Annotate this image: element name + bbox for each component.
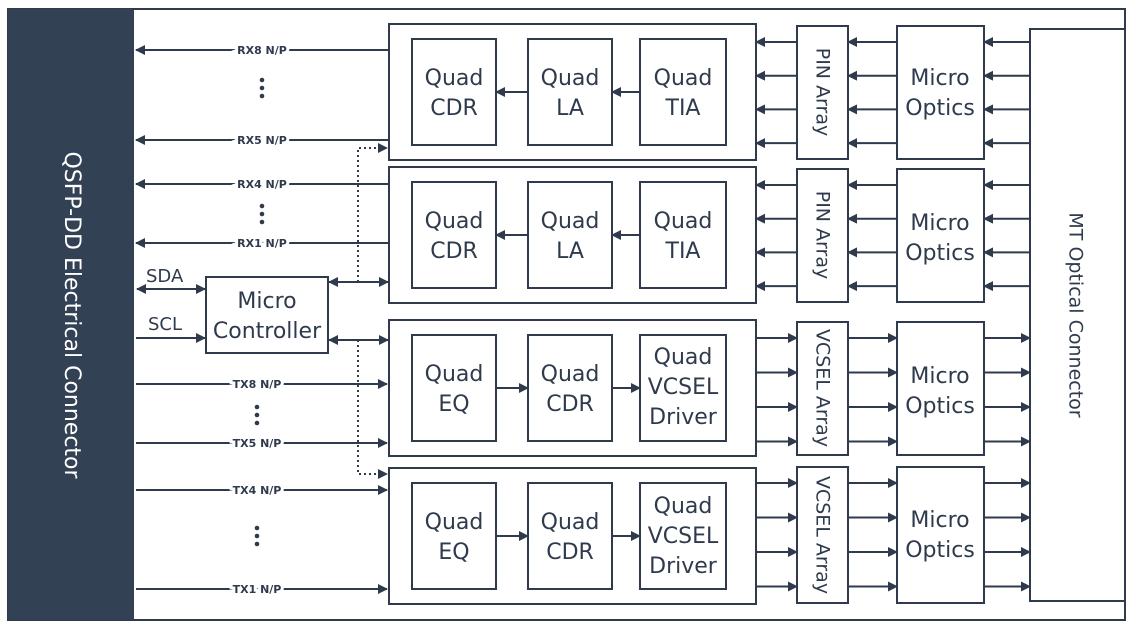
tx-lower-vcsel-driver xyxy=(639,482,727,590)
micro-controller-l1: Micro xyxy=(237,289,296,314)
rx-lower-pin-label: PIN Array xyxy=(812,191,834,280)
rx-upper-la-l1: Quad xyxy=(541,66,600,91)
rx-lower-la-l1: Quad xyxy=(541,209,600,234)
rx1-label: RX1 N/P xyxy=(237,237,287,250)
tx-upper-driver-l2: VCSEL xyxy=(648,375,719,400)
tx-lower-vcsel-array xyxy=(796,466,849,604)
tx-upper-quad-eq xyxy=(411,334,497,442)
tx-group-upper xyxy=(388,319,757,457)
rx-lower-pin-array xyxy=(796,168,849,303)
rx-upper-tia-l2: TIA xyxy=(665,96,701,121)
rx-lower-tia-l2: TIA xyxy=(665,239,701,264)
rx-upper-tia-l1: Quad xyxy=(654,66,713,91)
sda-label: SDA xyxy=(146,266,184,287)
tx-lower-quad-eq xyxy=(411,482,497,590)
mc-tx-lower-dotted-link xyxy=(357,340,388,479)
rx-upper-la-l2: LA xyxy=(556,96,584,121)
scl-label: SCL xyxy=(148,314,182,335)
micro-controller-l2: Controller xyxy=(213,319,322,344)
rx-lower-quad-tia xyxy=(639,181,727,289)
rx-upper-pin-label: PIN Array xyxy=(812,48,834,137)
tx-upper-driver-l3: Driver xyxy=(649,405,718,430)
tx4-label: TX4 N/P xyxy=(233,484,282,497)
tx-lower-ellipsis xyxy=(254,525,260,547)
rx-lower-optics-l1: Micro xyxy=(910,211,969,236)
rx-lower-optics-l2: Optics xyxy=(905,241,975,266)
tx-upper-ellipsis xyxy=(254,404,260,426)
tx8-label: TX8 N/P xyxy=(233,378,282,391)
tx-upper-driver-l1: Quad xyxy=(654,345,713,370)
tx-upper-micro-optics xyxy=(896,321,985,456)
rx-upper-pin-array xyxy=(796,25,849,160)
mt-optical-connector xyxy=(1029,28,1126,602)
tx-lower-driver-l2: VCSEL xyxy=(648,524,719,549)
micro-controller-block xyxy=(205,276,329,354)
rx-upper-ellipsis xyxy=(259,77,265,99)
rx-upper-optics-l1: Micro xyxy=(910,66,969,91)
tx-lower-driver-l1: Quad xyxy=(654,494,713,519)
tx1-label: TX1 N/P xyxy=(233,583,282,596)
tx-lower-micro-optics xyxy=(896,466,985,604)
rx4-label: RX4 N/P xyxy=(237,178,287,191)
tx-lower-vcsel-label: VCSEL Array xyxy=(812,476,834,594)
tx-upper-cdr-l2: CDR xyxy=(546,392,594,417)
tx-lower-optics-l1: Micro xyxy=(910,508,969,533)
rx8-label: RX8 N/P xyxy=(237,44,287,57)
tx-lower-quad-cdr xyxy=(527,482,613,590)
rx-lower-cdr-l2: CDR xyxy=(430,239,478,264)
rx-lower-micro-optics xyxy=(896,168,985,303)
tx-lower-optics-l2: Optics xyxy=(905,538,975,563)
rx-upper-quad-la xyxy=(527,38,613,146)
tx-upper-optics-l2: Optics xyxy=(905,394,975,419)
tx-lower-driver-l3: Driver xyxy=(649,554,718,579)
left-connector-label: QSFP-DD Electrical Connector xyxy=(59,151,84,479)
tx-upper-vcsel-label: VCSEL Array xyxy=(812,329,834,447)
rx-lower-cdr-l1: Quad xyxy=(425,209,484,234)
tx-upper-quad-cdr xyxy=(527,334,613,442)
tx-upper-vcsel-array xyxy=(796,321,849,456)
rx-upper-quad-cdr xyxy=(411,38,497,146)
tx-upper-optics-l1: Micro xyxy=(910,364,969,389)
right-connector-label: MT Optical Connector xyxy=(1065,212,1087,417)
rx-upper-micro-optics xyxy=(896,25,985,160)
tx-group-lower xyxy=(388,467,757,605)
rx-upper-optics-l2: Optics xyxy=(905,96,975,121)
tx-upper-eq-l2: EQ xyxy=(438,392,469,417)
rx5-label: RX5 N/P xyxy=(237,134,287,147)
rx-upper-cdr-l1: Quad xyxy=(425,66,484,91)
rx-lower-la-l2: LA xyxy=(556,239,584,264)
tx-upper-eq-l1: Quad xyxy=(425,362,484,387)
rx-group-upper xyxy=(388,23,757,161)
rx-group-lower xyxy=(388,166,757,304)
rx-upper-quad-tia xyxy=(639,38,727,146)
rx-upper-cdr-l2: CDR xyxy=(430,96,478,121)
tx-lower-cdr-l1: Quad xyxy=(541,510,600,535)
tx-lower-eq-l2: EQ xyxy=(438,540,469,565)
rx-lower-quad-cdr xyxy=(411,181,497,289)
tx5-label: TX5 N/P xyxy=(233,437,282,450)
qsfp-dd-electrical-connector xyxy=(8,9,134,620)
rx-lower-ellipsis xyxy=(259,203,265,225)
tx-upper-cdr-l1: Quad xyxy=(541,362,600,387)
rx-lower-quad-la xyxy=(527,181,613,289)
rx-lower-tia-l1: Quad xyxy=(654,209,713,234)
mc-rx-upper-dotted-link xyxy=(357,143,388,282)
tx-lower-cdr-l2: CDR xyxy=(546,540,594,565)
tx-lower-eq-l1: Quad xyxy=(425,510,484,535)
